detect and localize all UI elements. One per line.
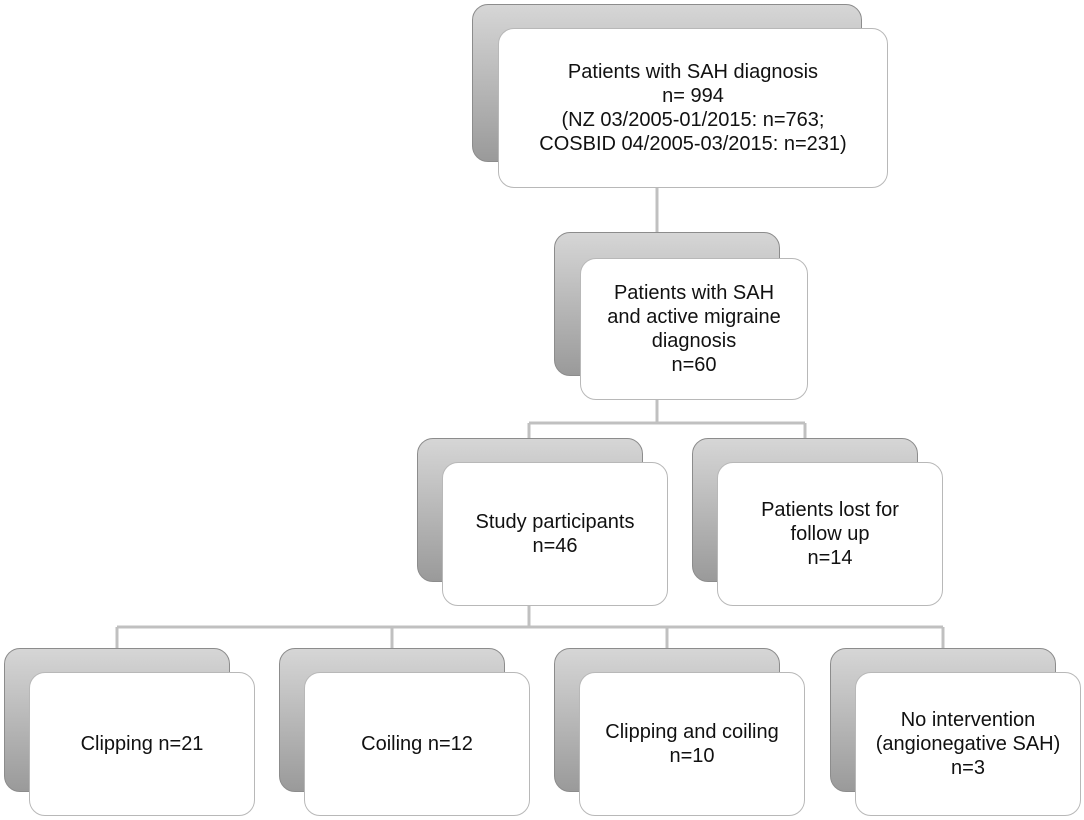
no-intervention-line2: (angionegative SAH) (875, 733, 1061, 755)
active-migraine-count: n=60 (671, 354, 717, 376)
lost-follow-up-line1: Patients lost for (761, 499, 899, 521)
study-participants-label: Study participants (475, 511, 635, 533)
node-no-intervention-box: No intervention (angionegative SAH) n=3 (855, 672, 1081, 816)
sah-diagnosis-title: Patients with SAH diagnosis (567, 61, 819, 83)
node-clipping-box: Clipping n=21 (29, 672, 255, 816)
study-participants-count: n=46 (532, 535, 578, 557)
no-intervention-line1: No intervention (900, 709, 1036, 731)
lost-follow-up-count: n=14 (807, 547, 853, 569)
node-lost-follow-up-box: Patients lost for follow up n=14 (717, 462, 943, 606)
node-study-participants-box: Study participants n=46 (442, 462, 668, 606)
node-sah-diagnosis-box: Patients with SAH diagnosis n= 994 (NZ 0… (498, 28, 888, 188)
clipping-label: Clipping n=21 (80, 733, 204, 755)
active-migraine-line2: and active migraine (607, 306, 781, 328)
active-migraine-line1: Patients with SAH (613, 282, 775, 304)
node-clipping-coiling-box: Clipping and coiling n=10 (579, 672, 805, 816)
lost-follow-up-line2: follow up (790, 523, 870, 545)
active-migraine-line3: diagnosis (651, 330, 737, 352)
sah-diagnosis-nz-range: (NZ 03/2005-01/2015: n=763; (561, 109, 825, 131)
sah-diagnosis-count: n= 994 (662, 85, 724, 107)
sah-diagnosis-cosbid-range: COSBID 04/2005-03/2015: n=231) (539, 133, 847, 155)
clipping-coiling-label: Clipping and coiling (605, 721, 779, 743)
no-intervention-count: n=3 (951, 757, 985, 779)
node-active-migraine-box: Patients with SAH and active migraine di… (580, 258, 808, 400)
node-coiling-box: Coiling n=12 (304, 672, 530, 816)
coiling-label: Coiling n=12 (361, 733, 473, 755)
clipping-coiling-count: n=10 (669, 745, 715, 767)
